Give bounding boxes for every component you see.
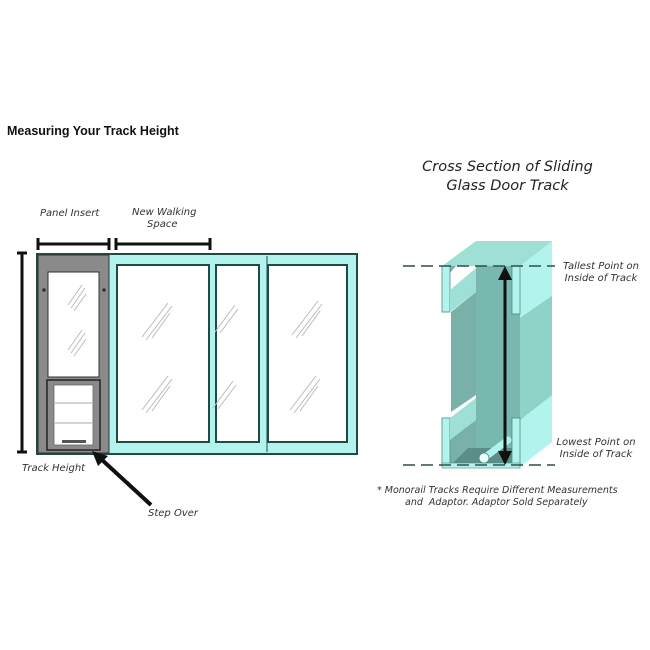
monorail-note-line2: and Adaptor. Adaptor Sold Separately [405,497,588,508]
panel-insert-dimension [36,238,111,250]
step-over-label: Step Over [148,508,198,519]
track-height-label: Track Height [22,463,86,474]
panel-insert-glass [47,271,100,378]
page-title: Measuring Your Track Height [7,124,179,138]
panel-insert-label: Panel Insert [40,208,100,219]
tallest-point-label-line2: Inside of Track [564,273,638,284]
lowest-point-label-line1: Lowest Point on [556,437,636,448]
new-walking-space-label-line2: Space [147,219,178,230]
monorail-note-line1: * Monorail Tracks Require Different Meas… [377,485,618,496]
step-over-arrow [92,451,153,507]
pet-door-flap [53,384,94,446]
sliding-panel-2 [215,264,260,443]
lowest-point-label: Lowest Point on Inside of Track [556,437,636,461]
cross-section-title-line1: Cross Section of Sliding [422,159,593,175]
track-height-dimension [17,251,27,454]
walking-space-dimension [114,238,212,250]
sliding-panel-1 [116,264,210,443]
cross-section-title: Cross Section of Sliding Glass Door Trac… [395,158,620,196]
tallest-point-label-line1: Tallest Point on [562,261,640,272]
lowest-point-label-line2: Inside of Track [559,449,633,460]
cross-section-title-line2: Glass Door Track [446,178,569,194]
fixed-panel [267,264,348,443]
tallest-point-label: Tallest Point on Inside of Track [561,261,641,285]
new-walking-space-label-line1: New Walking [132,207,197,218]
